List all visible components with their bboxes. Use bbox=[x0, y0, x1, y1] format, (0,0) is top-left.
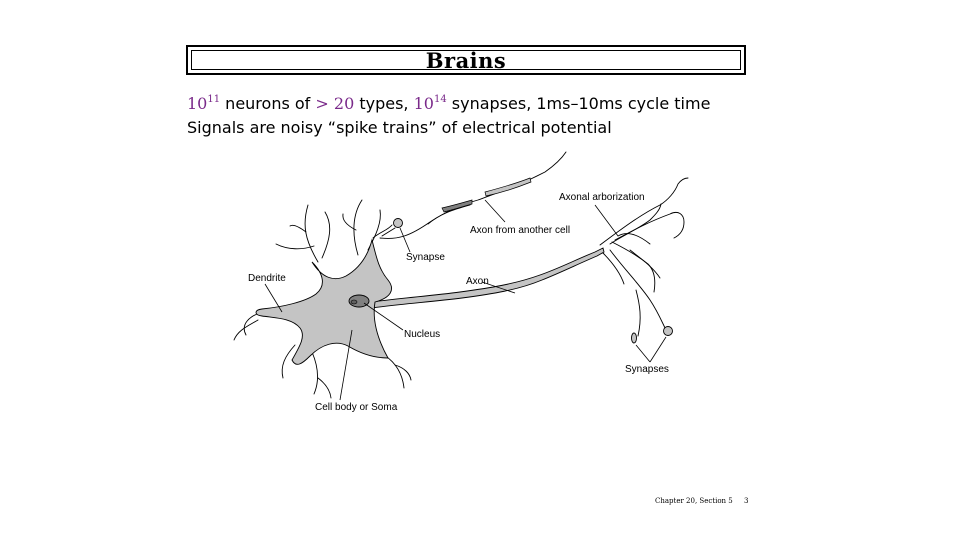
dendrite-branch bbox=[304, 204, 319, 263]
label-axon: Axon bbox=[466, 276, 489, 287]
label-nucleus: Nucleus bbox=[404, 329, 440, 340]
dendrite-branch bbox=[317, 377, 332, 399]
label-dendrite: Dendrite bbox=[248, 273, 286, 284]
dendrite-branch bbox=[233, 319, 259, 341]
synapse-count-exponent: 14 bbox=[433, 94, 447, 105]
leader-axon bbox=[481, 281, 516, 294]
label-cell-body: Cell body or Soma bbox=[315, 402, 398, 413]
footer-page-number: 3 bbox=[744, 497, 749, 505]
neuron-count-base: 10 bbox=[187, 94, 208, 113]
synapse-bulb bbox=[631, 332, 637, 344]
leader-synapses-2 bbox=[649, 336, 667, 363]
arborization-branch bbox=[601, 251, 625, 285]
cell-body bbox=[255, 238, 392, 365]
arborization-branch bbox=[611, 241, 656, 293]
dendrite-branch bbox=[394, 364, 412, 381]
slide-title-inner-frame: Brains bbox=[191, 47, 741, 73]
incoming-axon-sheath bbox=[441, 199, 473, 213]
arborization-branch bbox=[617, 233, 651, 245]
dendrite-branch bbox=[342, 213, 357, 231]
label-synapses: Synapses bbox=[625, 364, 669, 375]
dendrite-branch bbox=[275, 243, 315, 250]
synapses-cycle-text: synapses, 1ms–10ms cycle time bbox=[446, 94, 711, 113]
label-axon-from-another-cell: Axon from another cell bbox=[470, 225, 570, 236]
axon bbox=[371, 247, 605, 309]
types-count: > 20 bbox=[315, 94, 354, 113]
synapse-bulb bbox=[393, 218, 403, 228]
label-axonal-arborization: Axonal arborization bbox=[559, 192, 645, 203]
synapse-count-base: 10 bbox=[413, 94, 434, 113]
leader-cell-body bbox=[339, 329, 353, 401]
synapse-count: 1014 bbox=[414, 94, 447, 113]
leader-dendrite bbox=[264, 283, 283, 313]
incoming-axon-sheath bbox=[484, 177, 532, 197]
greater-than-sign: > bbox=[315, 94, 329, 113]
leader-synapse bbox=[399, 227, 411, 253]
footer-chapter: Chapter 20, Section 5 bbox=[655, 497, 733, 505]
dendrite-branch bbox=[353, 199, 363, 256]
nucleolus bbox=[350, 299, 358, 305]
label-synapse: Synapse bbox=[406, 252, 445, 263]
synapse-bulb bbox=[663, 326, 673, 336]
neuron-count-exponent: 11 bbox=[207, 94, 221, 105]
dendrite-branch bbox=[367, 209, 381, 251]
leader-synapses-1 bbox=[635, 344, 651, 363]
neurons-of-text: neurons of bbox=[220, 94, 316, 113]
arborization-branch bbox=[609, 249, 667, 331]
neuron-stats-line: 1011 neurons of > 20 types, 1014 synapse… bbox=[187, 94, 710, 113]
types-number: 20 bbox=[333, 94, 355, 113]
arborization-branch bbox=[635, 289, 641, 337]
arborization-branch bbox=[629, 249, 661, 279]
dendrite-branch bbox=[311, 351, 319, 395]
slide-title: Brains bbox=[425, 47, 507, 73]
dendrite-branch bbox=[281, 344, 296, 379]
incoming-axon-branch bbox=[381, 227, 396, 237]
slide-title-box: Brains bbox=[186, 45, 746, 75]
spike-trains-line: Signals are noisy “spike trains” of elec… bbox=[187, 118, 612, 137]
dendrite-branch bbox=[372, 224, 393, 239]
leader-axonal-arborization bbox=[594, 204, 619, 237]
dendrite-branch bbox=[289, 224, 307, 233]
leader-nucleus bbox=[363, 302, 404, 331]
leader-axon-from-another-cell bbox=[484, 199, 506, 223]
incoming-axon bbox=[379, 151, 567, 239]
types-text: types, bbox=[354, 94, 414, 113]
arborization-branch bbox=[609, 203, 662, 245]
dendrite-branch bbox=[321, 211, 331, 259]
arborization-branch bbox=[599, 177, 689, 246]
neuron-count: 1011 bbox=[187, 94, 220, 113]
